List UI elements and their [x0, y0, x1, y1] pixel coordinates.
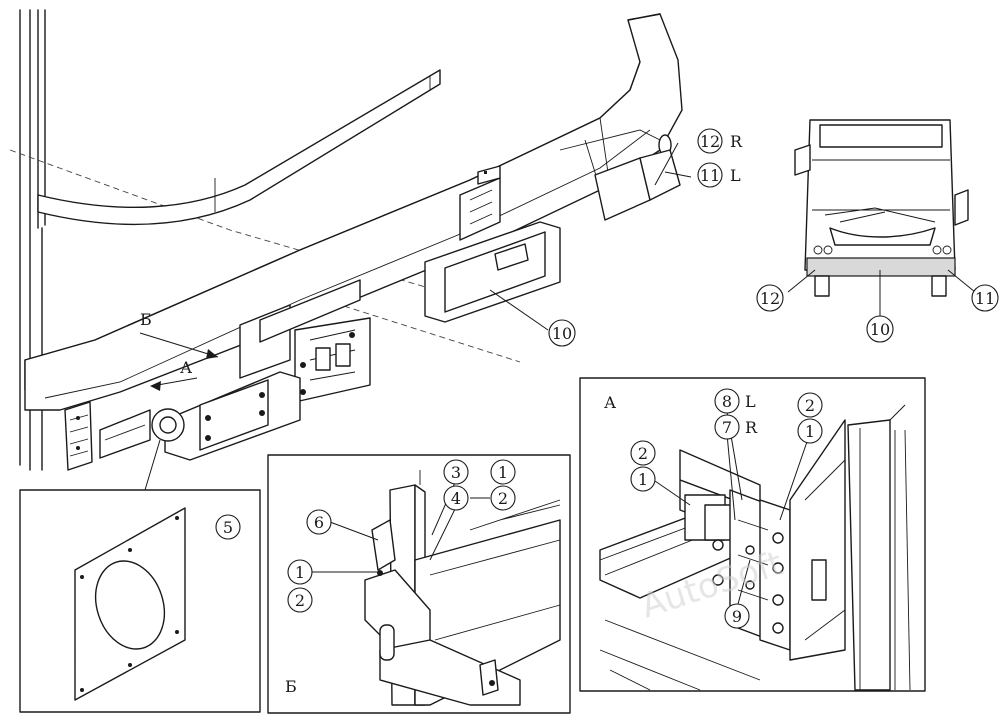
callout-2-a-right-label: 2 — [805, 396, 815, 415]
view-arrow-a: А — [150, 358, 198, 391]
callout-2-a-left: 2 — [630, 440, 656, 466]
license-plate-insert — [424, 221, 561, 323]
callout-1-a-right: 1 — [797, 418, 823, 444]
callout-1-b-left-label: 1 — [295, 563, 305, 582]
callout-2-a-right: 2 — [797, 392, 823, 418]
inset-b: 3 1 4 2 6 1 2 Б — [267, 454, 571, 714]
view-arrow-b: Б — [139, 310, 219, 359]
callout-11-side: L — [730, 166, 741, 185]
callout-11-main: 11 — [697, 162, 723, 188]
callout-4-b: 4 — [443, 485, 469, 511]
callout-12-bus-label: 12 — [760, 289, 780, 308]
callout-2-b-left: 2 — [287, 587, 313, 613]
inset-a: 8 L 7 R 2 1 2 1 9 А AutoSoft — [579, 377, 926, 692]
callout-3-b-label: 3 — [451, 463, 461, 482]
bus-front-view: 12 10 11 — [756, 119, 999, 343]
left-mounting-bracket — [239, 279, 371, 403]
callout-1-a-left: 1 — [630, 466, 656, 492]
callout-7-a-label: 7 — [722, 418, 732, 437]
callout-2-b-top-label: 2 — [498, 489, 508, 508]
inset-b-title: Б — [285, 677, 297, 696]
callout-9-a: 9 — [724, 603, 750, 629]
upper-mounting-bracket — [459, 165, 501, 241]
inset-gasket: 5 — [19, 489, 261, 713]
gasket-hole — [94, 560, 166, 650]
callout-11-bus-label: 11 — [975, 289, 995, 308]
callout-10-main-label: 10 — [552, 324, 572, 343]
callout-5: 5 — [215, 514, 241, 540]
callout-12-main-label: 12 — [700, 132, 720, 151]
callout-12-side: R — [730, 132, 743, 151]
callout-1-b-top: 1 — [490, 459, 516, 485]
callout-6-b-label: 6 — [314, 513, 324, 532]
callout-2-b-left-label: 2 — [295, 591, 305, 610]
callout-1-a-left-label: 1 — [638, 470, 648, 489]
callout-5-label: 5 — [223, 518, 233, 537]
callout-4-b-label: 4 — [451, 489, 461, 508]
bus-front-bumper — [806, 257, 956, 277]
callout-11-main-label: 11 — [700, 166, 720, 185]
callout-8-a: 8 — [714, 388, 740, 414]
view-arrow-b-label: Б — [140, 310, 152, 329]
callout-12-main: 12 — [697, 128, 723, 154]
reference-line — [324, 299, 521, 363]
upper-trim-rail — [37, 69, 441, 226]
callout-1-b-top-label: 1 — [498, 463, 508, 482]
main-view: Б А 12 R 11 L 10 — [9, 9, 743, 491]
callout-3-b: 3 — [443, 459, 469, 485]
callout-10-bus-label: 10 — [870, 320, 890, 339]
gasket-leader — [144, 439, 161, 491]
callout-7-a: 7 — [714, 414, 740, 440]
callout-8-a-side: L — [745, 392, 756, 411]
callout-7-a-side: R — [745, 418, 758, 437]
view-arrow-a-label: А — [180, 358, 192, 377]
callout-8-a-label: 8 — [722, 392, 732, 411]
callout-1-a-right-label: 1 — [805, 422, 815, 441]
callout-2-a-left-label: 2 — [638, 444, 648, 463]
end-bracket — [64, 401, 93, 471]
inset-a-title: А — [604, 393, 616, 412]
callout-2-b-top: 2 — [490, 485, 516, 511]
callout-11-bus: 11 — [971, 284, 999, 312]
lower-frame-rail — [99, 371, 301, 461]
callout-9-a-label: 9 — [732, 607, 742, 626]
callout-12-bus: 12 — [756, 284, 784, 312]
callout-10-bus: 10 — [866, 315, 894, 343]
callout-6-b: 6 — [306, 509, 332, 535]
callout-1-b-left: 1 — [287, 559, 313, 585]
callout-10-main: 10 — [548, 319, 576, 347]
